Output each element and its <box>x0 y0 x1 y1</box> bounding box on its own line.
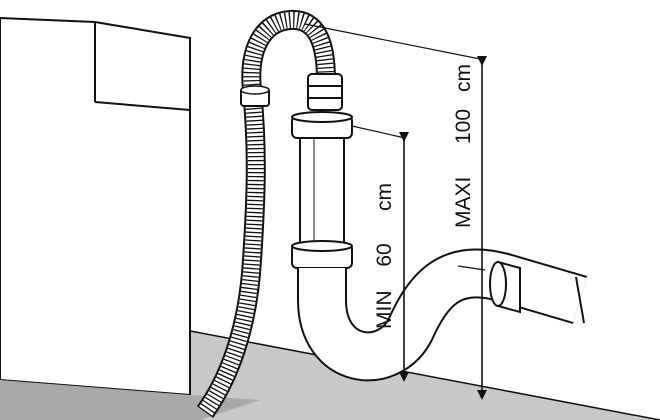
wall-floor-line <box>184 329 660 420</box>
s-trap-siphon <box>297 248 588 382</box>
min-unit-text: cm <box>373 183 396 211</box>
min-prefix-text: MIN <box>373 291 396 330</box>
max-prefix-text: MAXI <box>452 177 475 228</box>
max-height-label: MAXI 100 cm <box>452 64 475 228</box>
hose-connector <box>307 73 343 111</box>
extension-line-middle <box>351 125 406 139</box>
washing-machine <box>0 16 191 397</box>
max-value-text: 100 <box>452 109 475 144</box>
drain-hose <box>196 9 336 418</box>
extension-line-upper <box>304 23 486 61</box>
outlet-pipe-collar <box>489 260 521 314</box>
standpipe <box>299 127 345 259</box>
max-unit-text: cm <box>452 64 475 92</box>
pipe-collar-lower <box>291 240 353 269</box>
min-value-text: 60 <box>373 243 396 266</box>
pipe-collar-upper <box>291 111 353 139</box>
machine-shadow <box>0 380 260 420</box>
outlet-pipe-end <box>575 276 585 324</box>
min-height-label: MIN 60 cm <box>373 183 396 329</box>
